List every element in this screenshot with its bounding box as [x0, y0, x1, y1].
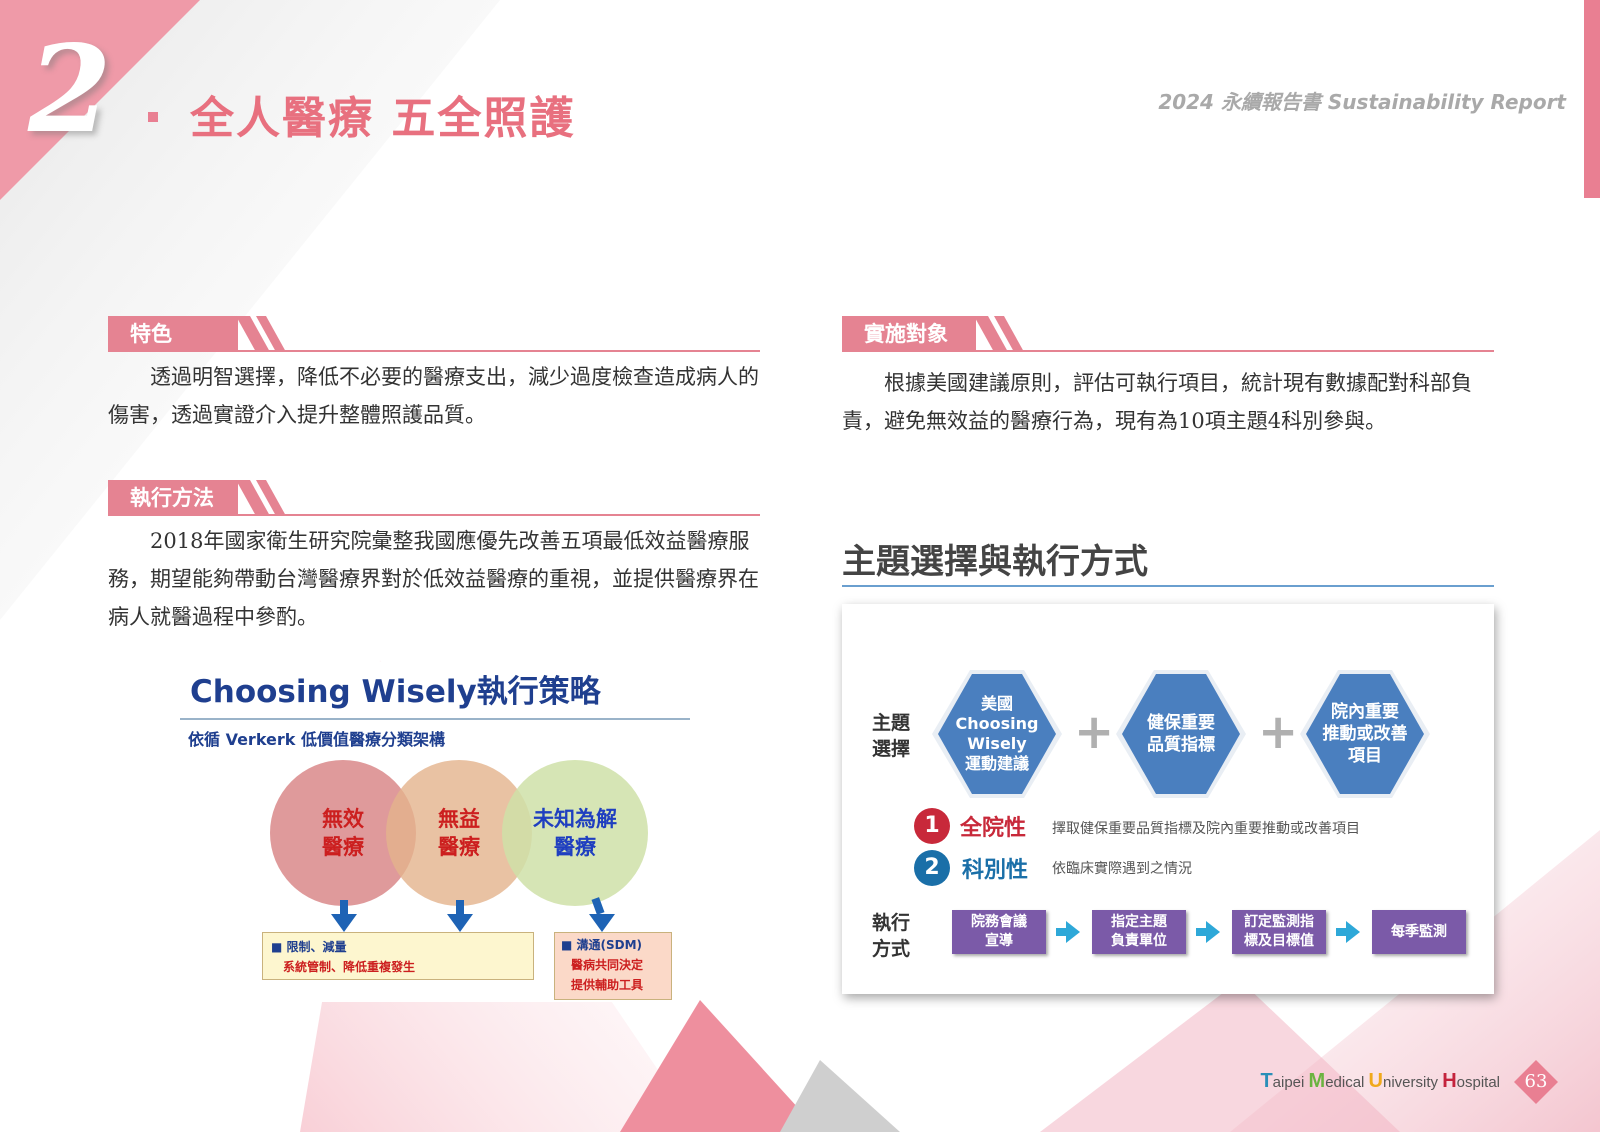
brand-letter: H: [1442, 1070, 1457, 1092]
diamond-shape: [1514, 1060, 1558, 1104]
arrow-right-icon: [1346, 921, 1360, 943]
section-underline: [842, 350, 1494, 352]
circle-label: 醫療: [438, 835, 480, 859]
box-limit-reduce: ■ 限制、減量 系統管制、降低重複發生: [262, 932, 534, 980]
section-underline: [108, 514, 760, 516]
circle-label: 未知為解: [533, 807, 617, 831]
type-title-department: 科別性: [962, 858, 1029, 883]
circle-unknown: 未知為解 醫療: [502, 760, 648, 906]
arrow-down-icon: [447, 914, 473, 932]
hexagon-hospital-items: 院內重要 推動或改善 項目: [1310, 678, 1420, 790]
hexagon-line: Wisely: [967, 734, 1027, 753]
step-quarterly-monitoring: 每季監測: [1372, 910, 1466, 954]
box-communication-sdm: ■ 溝通(SDM) 醫病共同決定 提供輔助工具: [554, 932, 672, 1000]
brand-letter: T: [1260, 1070, 1273, 1092]
right-edge-bar: [1584, 0, 1600, 198]
plus-icon: +: [1074, 704, 1115, 760]
type-desc-department: 依臨床實際遇到之情況: [1052, 861, 1192, 877]
hexagon-shapes: [932, 670, 1430, 798]
row-label-topic: 主題 選擇: [872, 710, 910, 762]
circle-label: 醫療: [322, 835, 364, 859]
circle-ineffective: 無效 醫療: [270, 760, 416, 906]
section-label-features: 特色: [108, 316, 238, 352]
row-label-execution: 執行 方式: [872, 910, 910, 962]
hexagon-nhi-quality: 健保重要 品質指標: [1126, 678, 1236, 790]
page-number-badge: 63: [1514, 1060, 1558, 1104]
section-header-features: 特色: [108, 316, 760, 352]
row-label-line: 方式: [872, 938, 911, 960]
type-badge-1: 1: [914, 808, 950, 844]
box-line: 醫病共同決定: [571, 958, 644, 972]
arrow-right-icon: [1196, 928, 1206, 936]
page-number: 63: [1524, 1071, 1548, 1092]
row-label-line: 主題: [872, 712, 911, 734]
chapter-title: 全人醫療 五全照護: [190, 93, 576, 144]
figure-subtitle: 依循 Verkerk 低價值醫療分類架構: [188, 730, 445, 749]
hexagon-line: 美國: [980, 694, 1013, 713]
hexagon-line: 運動建議: [964, 754, 1029, 773]
brand-letter: M: [1308, 1070, 1326, 1092]
box-line: 系統管制、降低重複發生: [283, 960, 416, 974]
section-header-target: 實施對象: [842, 316, 1494, 352]
plus-icon: +: [1258, 704, 1299, 760]
section-header-method: 執行方法: [108, 480, 760, 516]
type-badge-2: 2: [914, 850, 950, 886]
arrow-down-icon: [331, 914, 357, 932]
topic-selection-flow-card: 主題 選擇 美國 Choosing Wisely 運動建議 健保重要 品質指標 …: [842, 604, 1494, 994]
features-paragraph: 透過明智選擇，降低不必要的醫療支出，減少過度檢查造成病人的傷害，透過實證介入提升…: [108, 365, 759, 427]
box-line: 提供輔助工具: [571, 978, 644, 992]
row-label-line: 選擇: [872, 738, 911, 760]
hexagon-line: 項目: [1348, 746, 1382, 766]
arrow-right-icon: [1056, 928, 1066, 936]
chapter-number-dot: [148, 112, 158, 122]
circle-label: 無效: [322, 807, 364, 831]
step-set-indicators: 訂定監測指標及目標值: [1232, 910, 1326, 954]
flow-heading-underline: [842, 585, 1494, 587]
circle-label: 醫療: [554, 835, 596, 859]
report-title: 2024 永續報告書 Sustainability Report: [1158, 90, 1566, 114]
arrow-right-icon: [1206, 921, 1220, 943]
section-underline: [108, 350, 760, 352]
figure-title: Choosing Wisely執行策略: [190, 674, 601, 710]
flow-heading: 主題選擇與執行方式: [842, 542, 1148, 582]
hexagon-line: 健保重要: [1147, 713, 1215, 733]
footer-hospital-brand: Taipei Medical University Hospital: [1260, 1070, 1500, 1092]
hexagon-line: 院內重要: [1331, 702, 1399, 722]
chapter-number: 2: [28, 19, 112, 160]
type-desc-hospital-wide: 擇取健保重要品質指標及院內重要推動或改善項目: [1052, 821, 1360, 837]
box-bullet: ■ 溝通(SDM): [561, 938, 643, 952]
section-label-target: 實施對象: [842, 316, 976, 352]
brand-letter: U: [1368, 1070, 1383, 1092]
arrow-right-icon: [1336, 928, 1346, 936]
hexagon-line: 品質指標: [1147, 735, 1215, 755]
arrow-down-icon: [589, 914, 615, 932]
choosing-wisely-figure: Choosing Wisely執行策略 依循 Verkerk 低價值醫療分類架構…: [180, 662, 690, 1002]
section-label-method: 執行方法: [108, 480, 238, 516]
arrow-down-icon: [340, 900, 348, 914]
hexagon-line: 推動或改善: [1322, 724, 1408, 744]
section-stripes: [974, 316, 1024, 352]
section-stripes: [236, 316, 286, 352]
method-paragraph: 2018年國家衛生研究院彙整我國應優先改善五項最低效益醫療服務，期望能夠帶動台灣…: [108, 529, 759, 629]
circle-label: 無益: [438, 807, 480, 831]
section-stripes: [236, 480, 286, 516]
arrow-down-icon: [456, 900, 464, 914]
type-title-hospital-wide: 全院性: [960, 816, 1027, 841]
figure-title-underline: [180, 718, 690, 720]
hexagon-line: Choosing: [955, 714, 1039, 733]
hexagon-us-choosing-wisely: 美國 Choosing Wisely 運動建議: [942, 678, 1052, 790]
step-assign-topic: 指定主題負責單位: [1092, 910, 1186, 954]
step-meeting-promotion: 院務會議宣導: [952, 910, 1046, 954]
box-bullet: ■ 限制、減量: [271, 940, 347, 954]
arrow-right-icon: [1066, 921, 1080, 943]
target-paragraph: 根據美國建議原則，評估可執行項目，統計現有數據配對科部負責，避免無效益的醫療行為…: [842, 371, 1472, 433]
row-label-line: 執行: [872, 912, 911, 934]
